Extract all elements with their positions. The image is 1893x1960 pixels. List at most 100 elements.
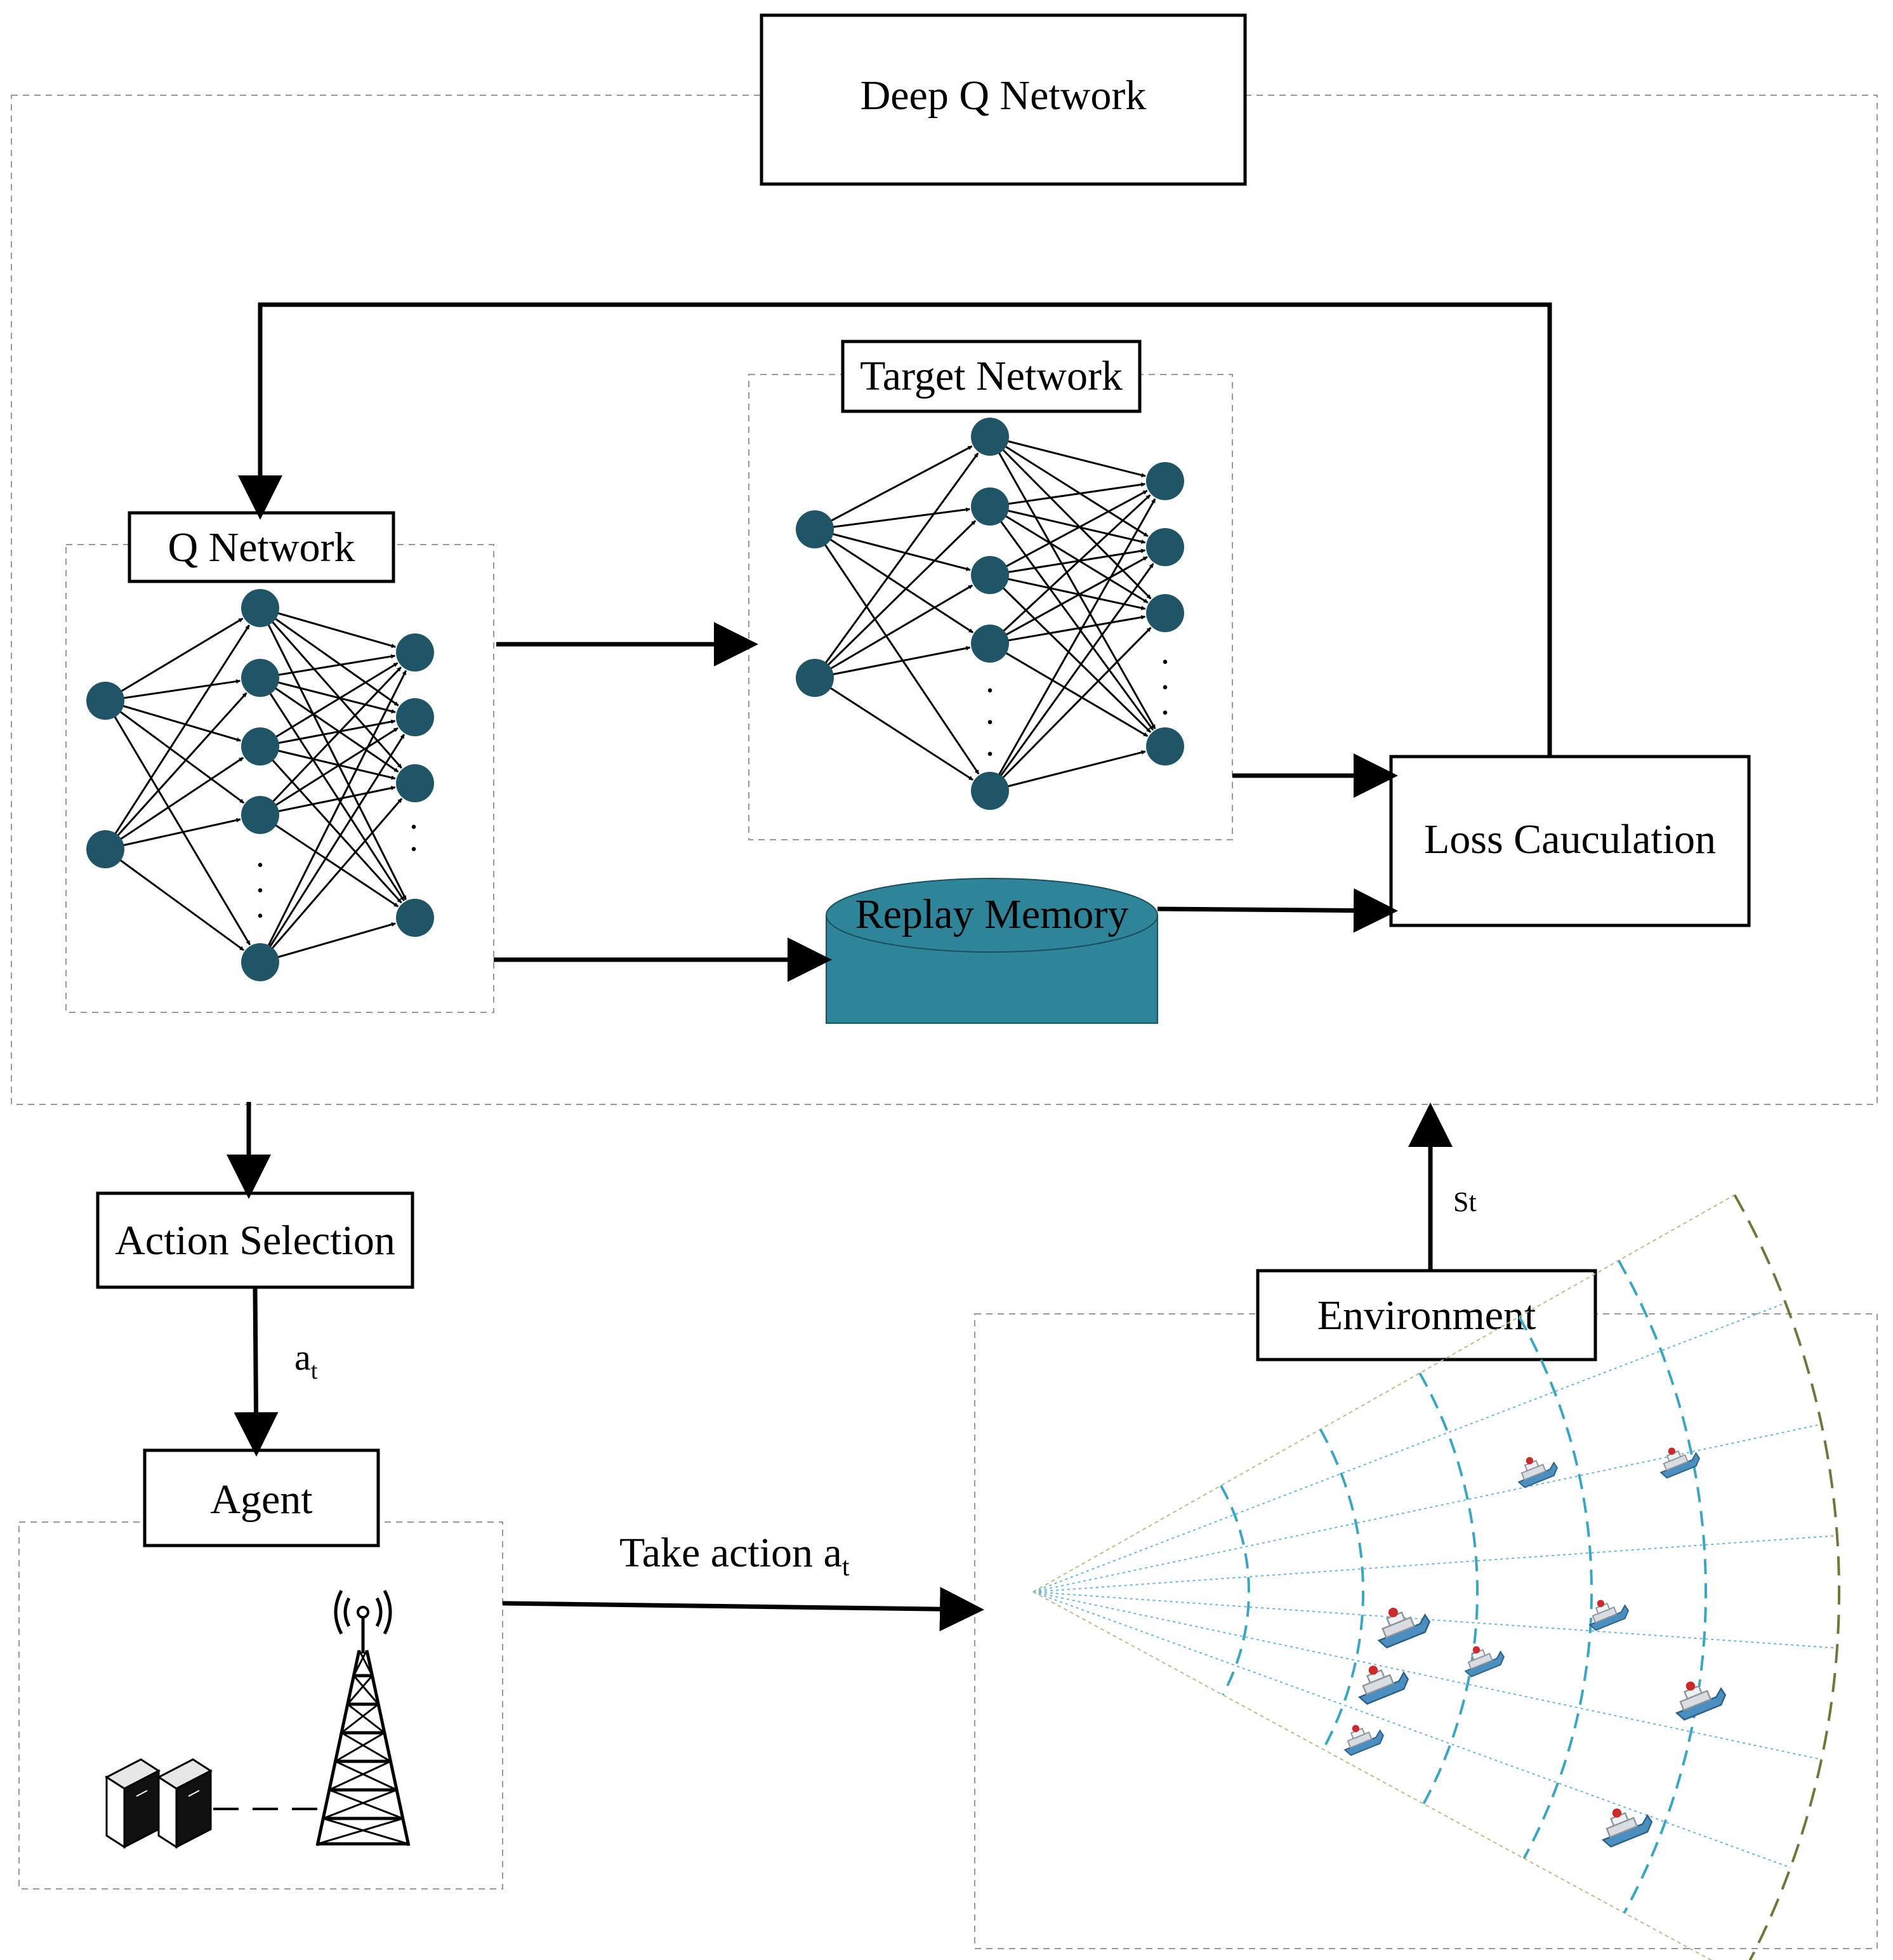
q-network-box [128,511,395,583]
neuron [971,487,1009,526]
neuron-connection [105,818,241,851]
agent-region [18,1521,503,1890]
neuron [86,682,124,720]
neuron-connection [989,498,1156,791]
neuron-connection [260,814,399,908]
neuron-connection [989,435,1152,600]
svg-text:.: . [409,819,418,859]
ship-icon [1357,1665,1409,1705]
neuron-connection [989,436,1156,729]
neuron-connection [814,529,980,775]
agent-to-env-arrow [502,1587,984,1632]
neuron-connection [814,677,973,781]
neuron-connection [989,626,1152,792]
sonar-beam [1032,1535,1837,1592]
sonar-beam [1032,1591,1837,1649]
neuron [971,556,1009,594]
neuron-connection [989,506,1154,731]
neuron-connection [260,727,399,816]
neuron-connection [814,528,974,633]
neuron-connection [989,548,1146,576]
sonar-wavefront [1518,1316,1593,1859]
ship-icon [1517,1457,1558,1488]
neuron [796,510,834,548]
agent-box [143,1448,380,1547]
sonar-beam [1032,1591,1822,1761]
q-network-label: Q Network [168,524,355,571]
neuron-connection [260,677,396,713]
svg-text:.: . [256,861,265,900]
q-network-graph [86,589,434,981]
neuron [241,659,279,697]
neuron-connection [989,642,1149,738]
deep-q-network-box [760,13,1247,186]
sonar-wavefront [1319,1428,1364,1751]
sonar-beam [1032,1423,1822,1592]
neuron-connection [814,520,977,679]
neuron-connection [989,556,1148,645]
neuron-connection [814,528,971,571]
sonar-outer-range [1733,1194,1840,1960]
neuron-connection [260,922,396,963]
neuron-connection [105,757,244,851]
sonar-wavefront [1220,1485,1250,1696]
neuron-connection [260,654,396,679]
neuron-connection [105,679,241,702]
environment-label: Environment [1317,1292,1536,1339]
neuron-connection [814,453,979,679]
target-network-label: Target Network [860,353,1123,399]
neuron [971,772,1009,810]
neuron-connection [260,719,396,748]
sonar-wavefront [1418,1372,1479,1804]
neuron [86,830,124,868]
replay-memory-label: Replay Memory [855,891,1129,937]
neuron [396,764,434,802]
neuron-connection [105,699,241,742]
action-to-agent-arrow [234,1288,279,1457]
svg-text:.: . [409,797,418,837]
neuron [971,418,1009,456]
ship-icon [1675,1681,1727,1721]
sonar-wavefront [1617,1260,1707,1914]
neuron-connection [989,435,1149,538]
neuron-connection [260,786,396,816]
ship-icon [1464,1646,1505,1678]
neuron-connection [259,734,406,963]
ship-icon [1377,1607,1430,1649]
neuron-connection [989,750,1146,792]
neuron-connection [105,848,244,951]
neuron [1146,727,1184,765]
sonar-beam [1032,1194,1735,1592]
target-network-box [841,340,1142,413]
neuron-connection [989,494,1151,645]
neuron-connection [259,670,407,963]
neuron [396,698,434,736]
ship-icon [1343,1725,1384,1756]
target-network-graph [796,418,1184,810]
update-arrow [238,302,1552,757]
svg-text:.: . [1161,632,1170,672]
deep-q-network-label: Deep Q Network [861,72,1147,119]
svg-text:.: . [1161,683,1170,722]
server-icon [105,1758,213,1849]
neuron [1146,462,1184,500]
neuron [1146,528,1184,566]
svg-text:.: . [1161,658,1170,697]
neuron-connection [989,615,1146,645]
ellipsis-dots: . . . . . . . . . . . [256,632,1170,925]
neuron-connection [105,699,245,804]
deep-q-network-region [11,95,1878,1105]
neuron [241,943,279,981]
neuron [241,589,279,627]
neuron-connection [989,563,1154,791]
neuron [796,659,834,697]
loss-calculation-label: Loss Cauculation [1424,816,1716,863]
neuron-connection [105,618,244,702]
agent-label: Agent [210,1476,312,1523]
neuron-connection [104,625,250,850]
svg-text:.: . [256,835,265,875]
state-st-label: St [1453,1186,1477,1217]
neuron-connection [989,505,1149,604]
loss-calculation-box [1389,755,1751,927]
svg-text:.: . [986,724,994,764]
